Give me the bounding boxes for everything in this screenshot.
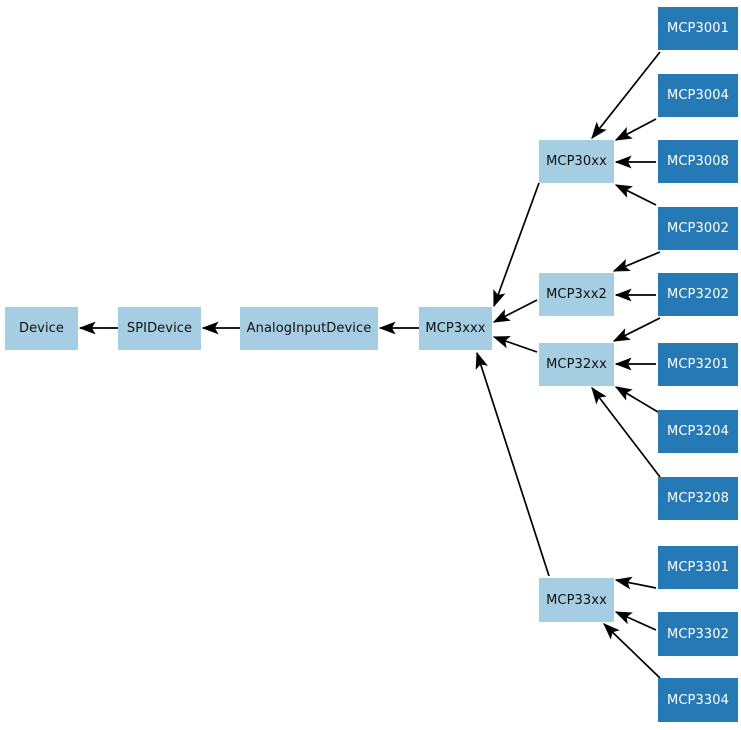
node-mcp3201[interactable]: MCP3201 <box>658 343 738 386</box>
node-analoginputdevice[interactable]: AnalogInputDevice <box>240 307 378 350</box>
edge-mcp3004-to-mcp30xx <box>614 118 657 141</box>
node-mcp32xx[interactable]: MCP32xx <box>539 343 614 386</box>
edge-mcp3202-to-mcp32xx <box>612 317 661 342</box>
node-label: MCP3304 <box>667 692 729 708</box>
node-label: MCP3002 <box>667 221 729 236</box>
node-label: MCP3302 <box>667 626 729 642</box>
node-label: MCP3xxx <box>425 321 486 336</box>
node-label: MCP32xx <box>546 357 607 372</box>
edge-mcp3208-to-mcp32xx <box>591 386 661 478</box>
node-mcp3202[interactable]: MCP3202 <box>658 273 738 316</box>
node-mcp3302[interactable]: MCP3302 <box>658 612 738 656</box>
node-mcp3xx2[interactable]: MCP3xx2 <box>539 273 614 316</box>
node-device[interactable]: Device <box>5 307 78 350</box>
edge-mcp3001-to-mcp30xx <box>591 51 661 140</box>
edge-mcp32xx-to-mcp3xxx <box>492 336 538 353</box>
node-spidevice[interactable]: SPIDevice <box>118 307 201 350</box>
node-mcp3xxx[interactable]: MCP3xxx <box>419 307 492 350</box>
node-label: MCP3008 <box>667 154 729 169</box>
node-label: MCP3001 <box>667 21 729 36</box>
node-label: MCP3201 <box>667 357 729 372</box>
edge-mcp3204-to-mcp32xx <box>614 386 659 413</box>
node-label: MCP3301 <box>667 560 729 575</box>
node-mcp3004[interactable]: MCP3004 <box>658 74 738 117</box>
node-label: SPIDevice <box>126 321 193 336</box>
node-label: MCP3xx2 <box>546 287 607 302</box>
node-label: MCP3004 <box>667 88 729 103</box>
edge-mcp30xx-to-mcp3xxx <box>493 182 540 308</box>
node-mcp3002[interactable]: MCP3002 <box>658 207 738 250</box>
edge-mcp3304-to-mcp33xx <box>603 623 661 679</box>
node-label: MCP3208 <box>667 491 729 506</box>
node-label: AnalogInputDevice <box>246 321 372 336</box>
edge-mcp3002-to-mcp30xx <box>614 184 657 206</box>
node-mcp3301[interactable]: MCP3301 <box>658 546 738 589</box>
node-mcp3304[interactable]: MCP3304 <box>658 678 738 722</box>
edge-mcp3302-to-mcp33xx <box>614 611 657 631</box>
node-label: MCP30xx <box>546 154 607 169</box>
node-mcp3001[interactable]: MCP3001 <box>658 7 738 50</box>
node-mcp3008[interactable]: MCP3008 <box>658 140 738 183</box>
node-mcp33xx[interactable]: MCP33xx <box>539 578 614 622</box>
node-mcp3204[interactable]: MCP3204 <box>658 410 738 453</box>
edge-mcp3xx2-to-mcp3xxx <box>492 299 538 323</box>
edge-mcp3301-to-mcp33xx <box>614 576 657 590</box>
node-mcp3208[interactable]: MCP3208 <box>658 477 738 520</box>
node-label: MCP3202 <box>667 287 729 302</box>
edge-mcp33xx-to-mcp3xxx <box>475 351 550 577</box>
node-label: MCP33xx <box>546 592 607 608</box>
edge-mcp3002-to-mcp3xx2 <box>612 251 661 272</box>
node-label: Device <box>18 321 65 336</box>
node-mcp30xx[interactable]: MCP30xx <box>539 140 614 183</box>
node-label: MCP3204 <box>667 424 729 439</box>
